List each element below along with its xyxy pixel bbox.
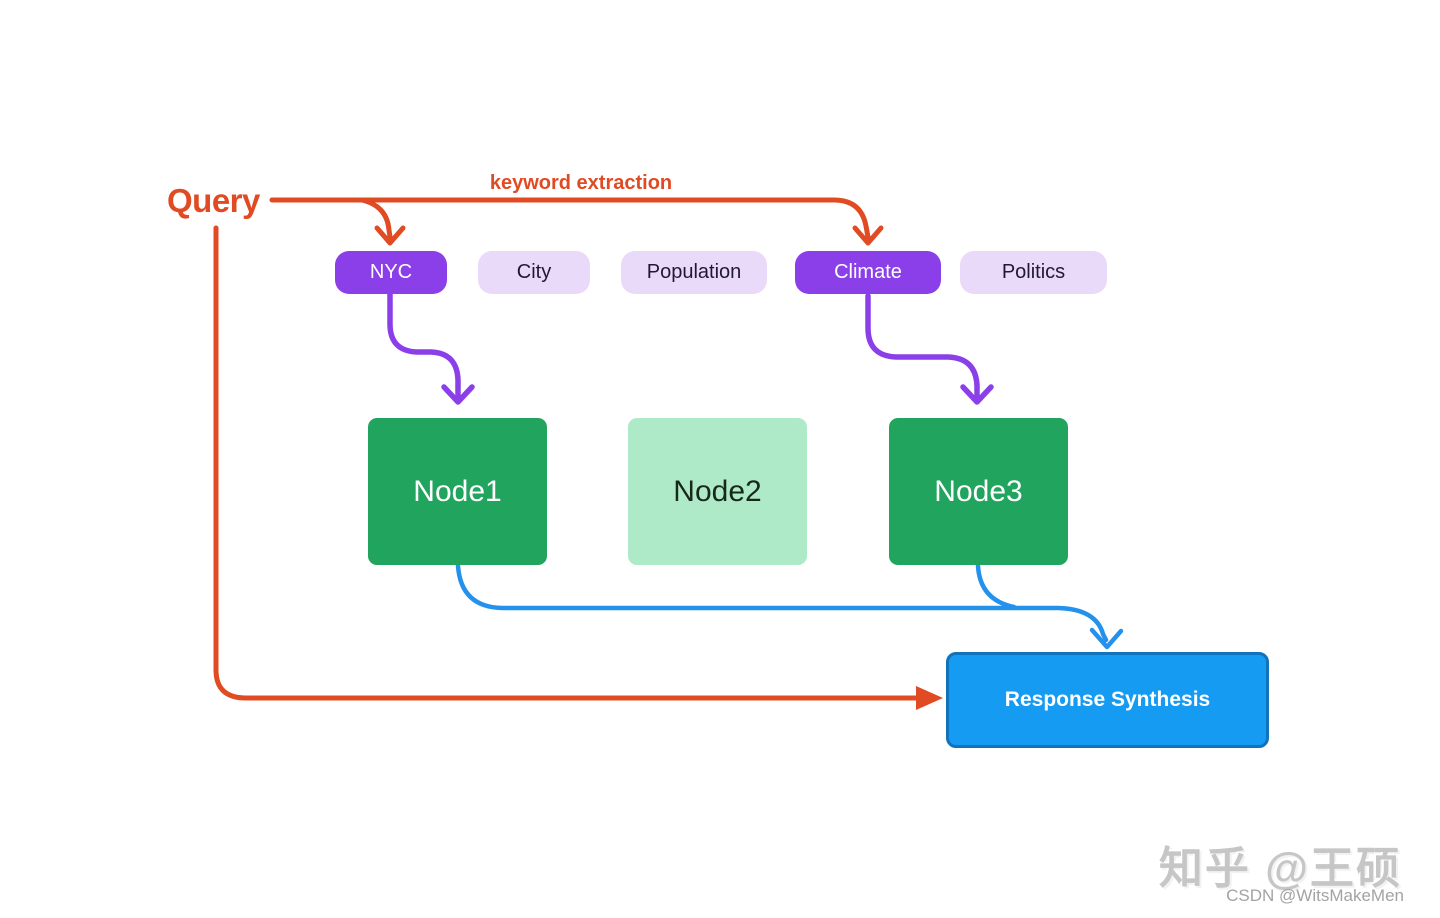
arrowhead-synthesis-top [1089,627,1124,650]
arrowhead-nyc [374,225,406,246]
edge-climate-to-node3 [865,293,980,399]
keyword-pill-population: Population [621,251,767,294]
edge-query-keyword-line [269,197,871,240]
watermark-csdn: CSDN @WitsMakeMen [1226,886,1404,905]
edge-nyc-to-node1 [387,291,461,399]
arrowhead-node1 [441,384,475,405]
edge-keyword-to-nyc [359,197,393,240]
node3-box: Node3 [889,418,1068,565]
edge-node1-to-synthesis [455,563,1109,643]
response-synthesis-label: Response Synthesis [1004,688,1211,711]
node1-box: Node1 [368,418,547,565]
watermark-zhihu: 知乎 @王硕 [1158,844,1402,893]
arrowhead-synthesis-left [916,686,943,710]
keyword-pill-climate: Climate [795,251,941,294]
keyword-pill-city: City [478,251,590,294]
keyword-pill-politics: Politics [960,251,1107,294]
query-label: Query [167,182,260,219]
response-synthesis-box: Response Synthesis [946,652,1269,748]
keyword-pill-nyc: NYC [335,251,447,294]
arrowhead-climate [852,225,884,246]
node2-box: Node2 [628,418,807,565]
arrowhead-node3 [960,384,994,405]
edge-query-to-synthesis [213,225,921,701]
edge-node3-to-synthesis [975,563,1017,610]
keyword-extraction-label: keyword extraction [489,172,673,194]
